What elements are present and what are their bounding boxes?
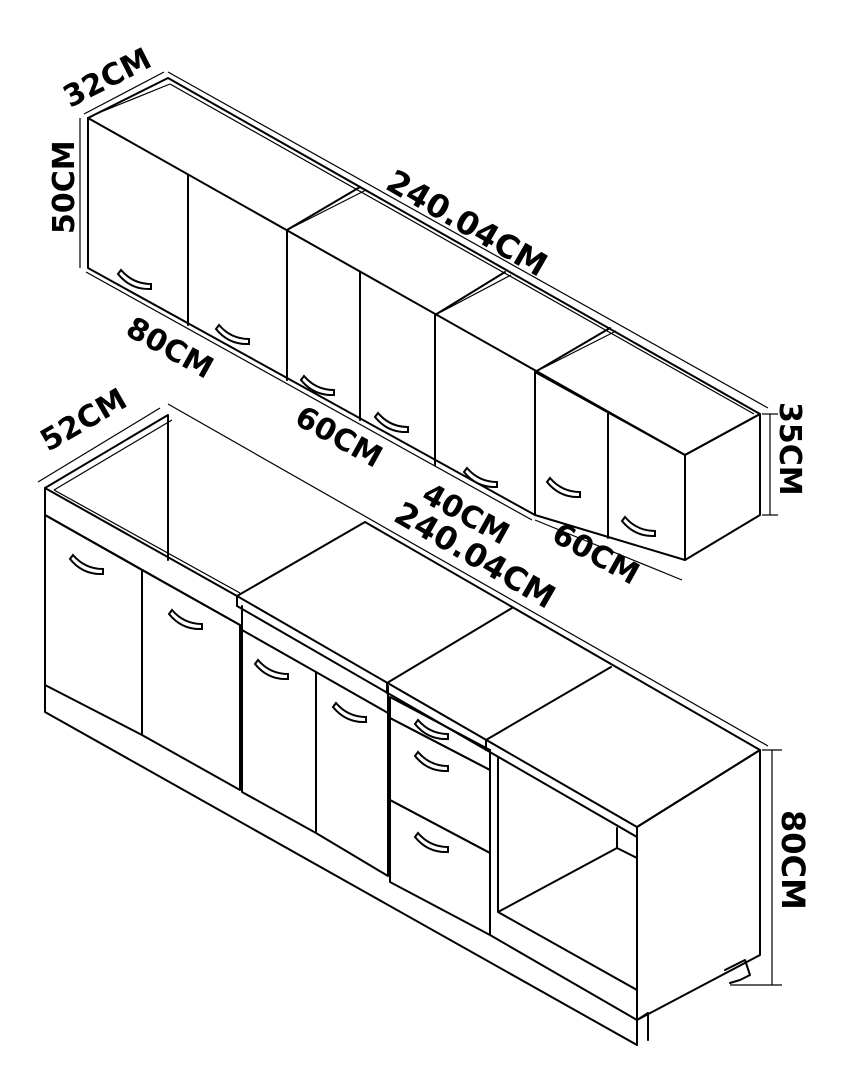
drawer-handle (413, 831, 449, 854)
door-handle (253, 658, 289, 681)
door-handle (331, 701, 367, 724)
door-handle (116, 268, 152, 291)
door-handle (68, 553, 104, 576)
upper-depth-label: 32CM (58, 41, 157, 115)
upper-section-1-label: 80CM (120, 310, 219, 386)
drawer-handle (413, 718, 449, 741)
door-handle (299, 374, 335, 397)
door-handle (620, 515, 656, 538)
drawer-handle (413, 750, 449, 773)
door-handle (462, 466, 498, 489)
lower-depth-label: 52CM (35, 382, 134, 459)
door-handle (167, 608, 203, 631)
upper-length-label: 240.04CM (380, 162, 554, 284)
upper-section-2-label: 60CM (289, 399, 388, 475)
door-handle (373, 411, 409, 434)
door-handle (214, 323, 250, 346)
upper-height-label: 50CM (47, 140, 82, 234)
lower-cabinets (37, 403, 782, 1046)
upper-small-height-label: 35CM (772, 402, 807, 496)
upper-cabinets (79, 71, 778, 581)
lower-height-label: 80CM (774, 810, 812, 910)
door-handle (545, 476, 581, 499)
